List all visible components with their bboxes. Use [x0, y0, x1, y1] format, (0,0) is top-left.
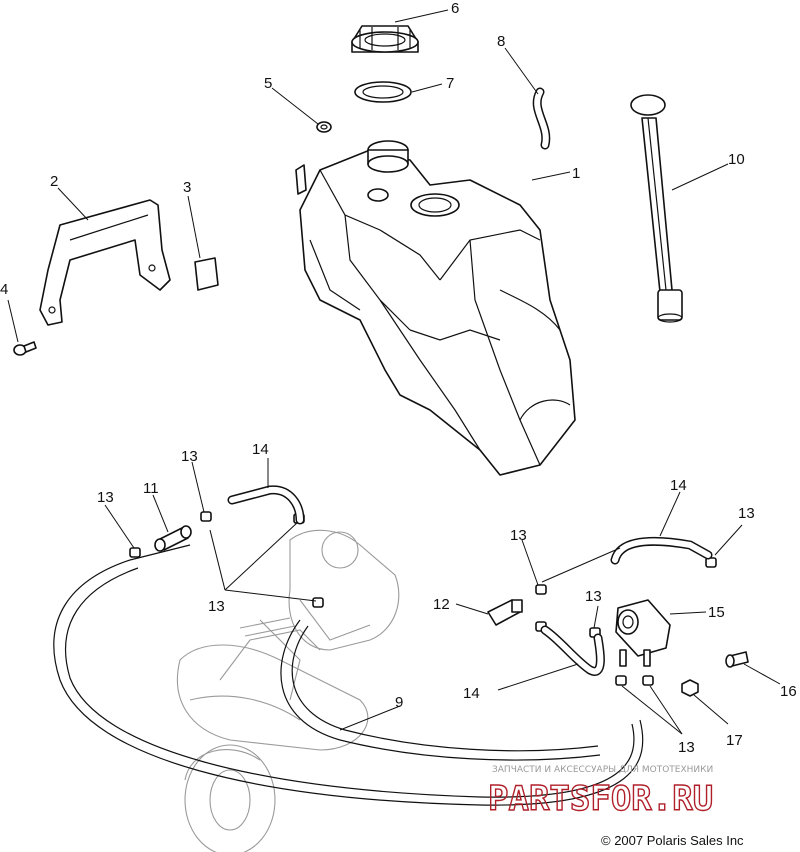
callout-13f: 13 — [738, 505, 755, 522]
callout-13a: 13 — [97, 489, 114, 506]
callout-13c: 13 — [208, 598, 225, 615]
callout-11: 11 — [143, 480, 159, 497]
callout-3: 3 — [183, 179, 191, 196]
watermark-logo: PARTSFOR.RU — [488, 779, 713, 819]
callout-16: 16 — [780, 683, 797, 700]
fuel-tank — [295, 140, 576, 476]
callout-13g: 13 — [678, 739, 695, 756]
callout-labels: 1 2 3 4 5 6 7 8 10 11 12 13 13 13 13 13 … — [0, 0, 797, 756]
fuel-sender — [630, 94, 683, 323]
callout-6: 6 — [451, 0, 459, 17]
callout-8: 8 — [497, 33, 505, 50]
engine-frame-ghost — [176, 529, 400, 852]
tank-fitting — [316, 121, 332, 133]
fuel-hoses — [227, 485, 713, 676]
fuel-cap — [351, 25, 419, 53]
bolt — [13, 341, 37, 356]
watermark-caption: ЗАПЧАСТИ И АКСЕССУАРЫ ДЛЯ МОТОТЕХНИКИ — [492, 765, 713, 775]
nut — [681, 679, 699, 697]
callout-15: 15 — [708, 604, 725, 621]
mounting-bolt — [725, 651, 749, 668]
callout-14c: 14 — [463, 685, 480, 702]
callout-13b: 13 — [181, 448, 198, 465]
hose-connector — [154, 525, 192, 552]
watermark: ЗАПЧАСТИ И АКСЕССУАРЫ ДЛЯ МОТОТЕХНИКИ PA… — [487, 765, 714, 820]
fuel-pump — [615, 599, 671, 667]
callout-17: 17 — [726, 732, 743, 749]
callout-1: 1 — [572, 165, 580, 182]
callout-5: 5 — [264, 75, 272, 92]
callout-9: 9 — [395, 694, 403, 711]
leader-lines — [7, 9, 781, 735]
mounting-bracket — [39, 199, 171, 326]
callout-13d: 13 — [510, 527, 527, 544]
callout-14b: 14 — [670, 477, 687, 494]
callout-12: 12 — [433, 596, 450, 613]
callout-14a: 14 — [252, 441, 269, 458]
callout-13e: 13 — [585, 588, 602, 605]
callout-4: 4 — [0, 281, 8, 298]
callout-7: 7 — [446, 75, 454, 92]
callout-10: 10 — [728, 151, 745, 168]
cap-gasket — [354, 81, 412, 103]
copyright-notice: © 2007 Polaris Sales Inc — [601, 833, 744, 848]
inline-fitting — [487, 599, 523, 626]
vent-hose-loops — [53, 544, 644, 806]
callout-2: 2 — [50, 173, 58, 190]
short-vent-hose — [532, 87, 551, 150]
rubber-pad — [194, 257, 219, 291]
